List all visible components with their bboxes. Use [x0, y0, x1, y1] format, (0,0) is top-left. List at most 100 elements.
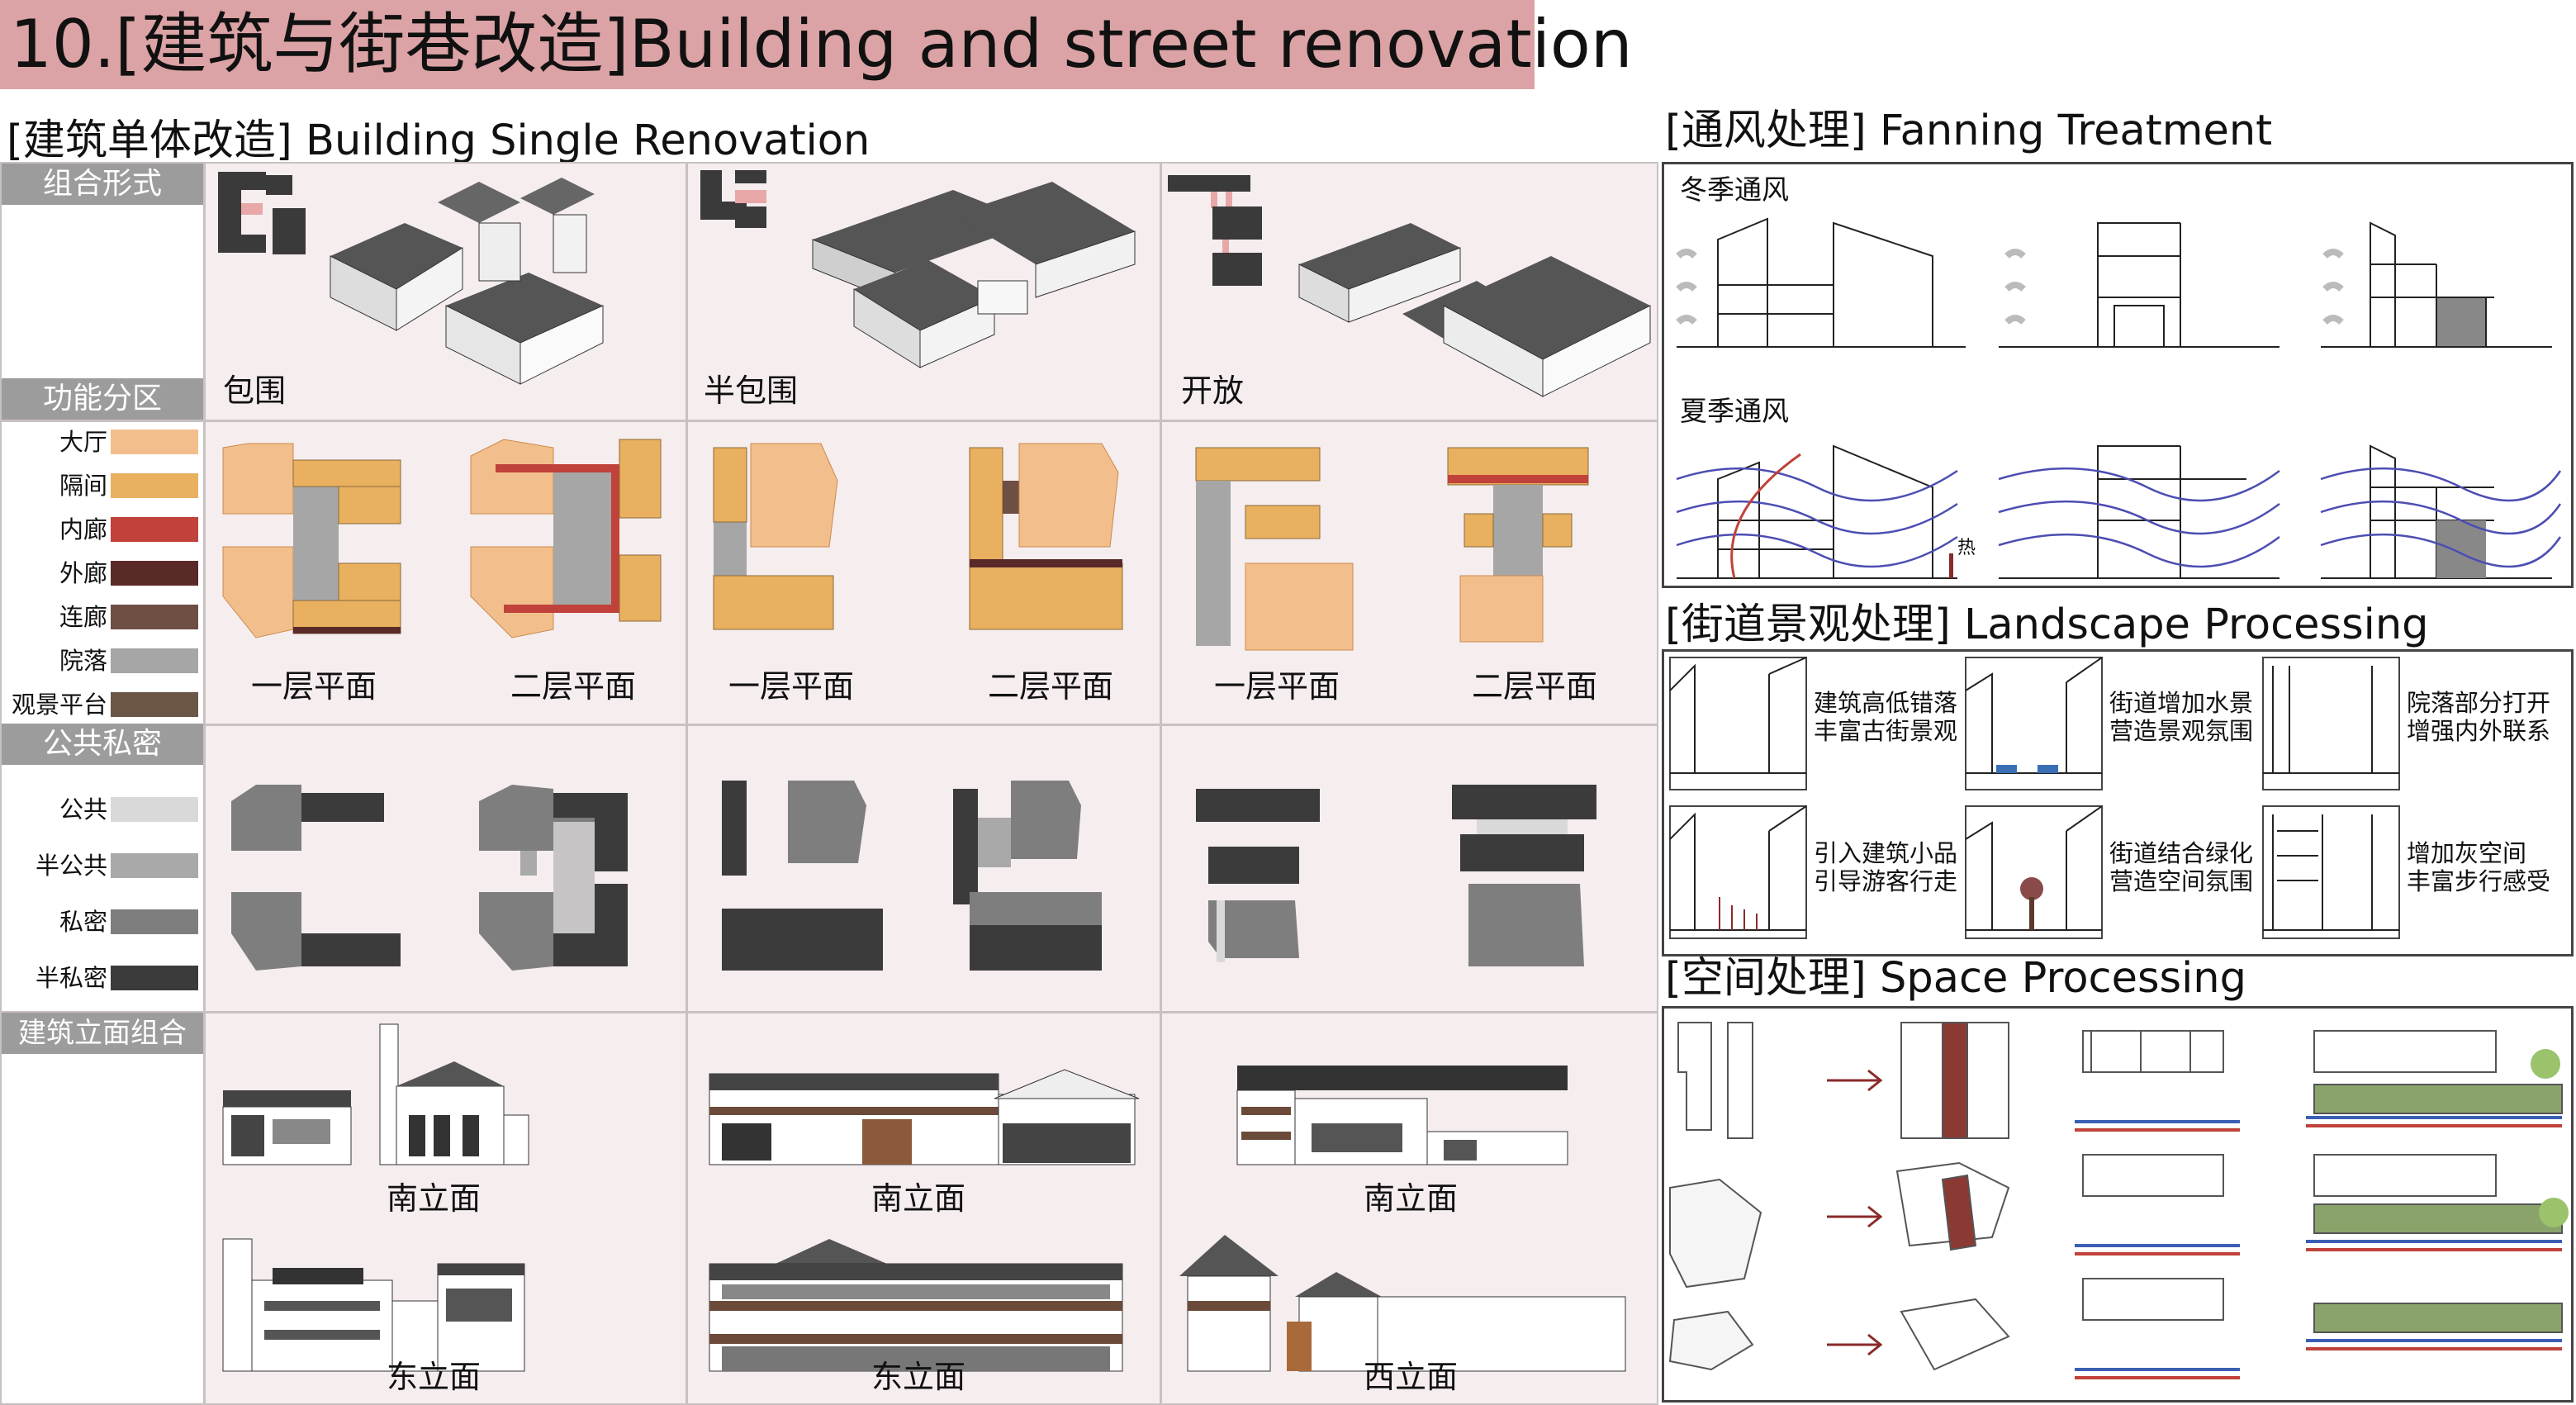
elevation-label: 东立面	[386, 1359, 482, 1395]
fanning-title: [通风处理] Fanning Treatment	[1665, 107, 2273, 155]
legend-label: 大厅	[59, 428, 107, 456]
privacy-legend: 公共 半公共 私密 半私密	[0, 793, 203, 1008]
grid-line	[686, 162, 688, 1405]
south-elevation-3	[1236, 1066, 1568, 1165]
legend-swatch	[111, 909, 198, 934]
fanning-panel	[1662, 162, 2574, 588]
landscape-diagram-4	[1669, 805, 1807, 939]
function-plans-semi-enclosed	[713, 443, 1123, 630]
landscape-desc-line: 丰富步行感受	[2407, 867, 2551, 895]
function-plan-floor2	[969, 443, 1123, 630]
plan-label: 二层平面	[1472, 668, 1598, 705]
space-title: [空间处理] Space Processing	[1665, 954, 2246, 1003]
combination-label: 开放	[1181, 373, 1245, 409]
south-elevation-2	[709, 1069, 1140, 1165]
grid-line	[0, 724, 1658, 726]
landscape-desc: 引入建筑小品 引导游客行走	[1814, 839, 1957, 895]
courtyard-schemes-green	[2306, 1030, 2569, 1350]
legend-label: 公共	[59, 795, 107, 824]
transform-arrows	[1827, 1069, 1883, 1356]
privacy-plans-enclosed	[231, 785, 628, 971]
grid-line	[203, 162, 206, 1405]
function-plan-floor2	[470, 439, 662, 638]
space-processing-diagrams	[1668, 1022, 2569, 1379]
legend-label: 观景平台	[11, 691, 107, 719]
row-header-combination: 组合形式	[2, 164, 203, 205]
east-elevation-1	[222, 1238, 525, 1372]
section-summer-1	[1676, 444, 1958, 579]
plan-label: 二层平面	[510, 668, 637, 705]
summer-ventilation-sections: 热	[1676, 444, 2562, 579]
landscape-desc: 建筑高低错落 丰富古街景观	[1814, 689, 1957, 745]
landscape-desc-line: 营造空间氛围	[2109, 867, 2254, 895]
landscape-desc-line: 引入建筑小品	[1814, 839, 1958, 867]
legend-swatch	[111, 966, 198, 990]
courtyard-schemes	[2075, 1030, 2240, 1379]
function-plans-open	[1195, 447, 1589, 651]
landscape-desc-line: 丰富古街景观	[1814, 717, 1958, 745]
legend-swatch	[111, 797, 198, 822]
plan-label: 一层平面	[1214, 668, 1340, 705]
elevation-label: 南立面	[871, 1180, 966, 1217]
row-header-privacy: 公共私密	[2, 724, 203, 765]
combination-semi-enclosed-diagram	[700, 170, 1136, 368]
west-elevation-3	[1179, 1235, 1626, 1372]
elevations-open	[1179, 1066, 1626, 1372]
landscape-diagram-6	[2262, 805, 2400, 939]
summer-ventilation-label: 夏季通风	[1680, 395, 1789, 427]
street-plan-after	[1895, 1022, 2010, 1371]
landscape-desc-line: 营造景观氛围	[2109, 717, 2254, 745]
elevation-label: 东立面	[871, 1359, 966, 1395]
function-plan-floor1	[222, 443, 401, 638]
landscape-title: [街道景观处理] Landscape Processing	[1665, 600, 2429, 649]
row-header-function: 功能分区	[2, 378, 203, 420]
enclosed-plan-icon	[218, 172, 306, 254]
landscape-desc-line: 街道增加水景	[2109, 689, 2254, 717]
legend-swatch	[111, 692, 198, 717]
landscape-desc-line: 建筑高低错落	[1814, 689, 1958, 717]
title-banner	[0, 0, 1535, 89]
section-winter-3	[2321, 221, 2552, 348]
legend-swatch	[111, 517, 198, 542]
legend-label: 私密	[59, 908, 107, 936]
landscape-desc: 增加灰空间 丰富步行感受	[2407, 839, 2550, 895]
elevations-semi-enclosed	[709, 1069, 1140, 1372]
landscape-diagram-3	[2262, 657, 2400, 790]
section-summer-3	[2320, 444, 2562, 579]
enclosed-axonometric	[330, 178, 604, 385]
building-renovation-title: [建筑单体改造] Building Single Renovation	[7, 116, 871, 165]
combination-enclosed-diagram	[218, 172, 604, 385]
elevation-label: 南立面	[386, 1180, 482, 1217]
south-elevation-1	[222, 1023, 529, 1165]
semi-enclosed-axonometric	[812, 182, 1136, 368]
legend-label: 内廊	[59, 515, 107, 543]
function-plan-floor1	[713, 443, 838, 630]
grid-line	[0, 420, 1658, 422]
combination-label: 半包围	[704, 373, 799, 409]
legend-label: 外廊	[59, 559, 107, 587]
row-header-elevation: 建筑立面组合	[2, 1013, 203, 1054]
section-winter-2	[1999, 222, 2279, 348]
legend-swatch	[111, 473, 198, 498]
legend-label: 半公共	[35, 852, 107, 880]
landscape-desc: 街道增加水景 营造景观氛围	[2109, 689, 2253, 745]
function-legend: 大厅 隔间 内廊 外廊 连廊 院落 观景平台	[0, 425, 203, 723]
legend-swatch	[111, 605, 198, 629]
legend-swatch	[111, 561, 198, 586]
landscape-diagram-1	[1669, 657, 1807, 790]
elevation-label: 南立面	[1363, 1180, 1459, 1217]
landscape-panel	[1662, 649, 2574, 956]
street-plan-before	[1668, 1022, 1762, 1371]
semi-enclosed-plan-icon	[700, 170, 766, 228]
section-summer-2	[1998, 445, 2280, 579]
plan-label: 一层平面	[251, 668, 377, 705]
page-title: 10.[建筑与街巷改造]Building and street renovati…	[10, 6, 1633, 83]
legend-label: 隔间	[59, 472, 107, 500]
section-winter-1	[1676, 217, 1966, 348]
legend-swatch	[111, 430, 198, 454]
combination-label: 包围	[223, 373, 287, 409]
landscape-desc: 街道结合绿化 营造空间氛围	[2109, 839, 2253, 895]
landscape-desc-line: 引导游客行走	[1814, 867, 1958, 895]
grid-line	[0, 1011, 1658, 1013]
open-plan-icon	[1168, 175, 1262, 286]
